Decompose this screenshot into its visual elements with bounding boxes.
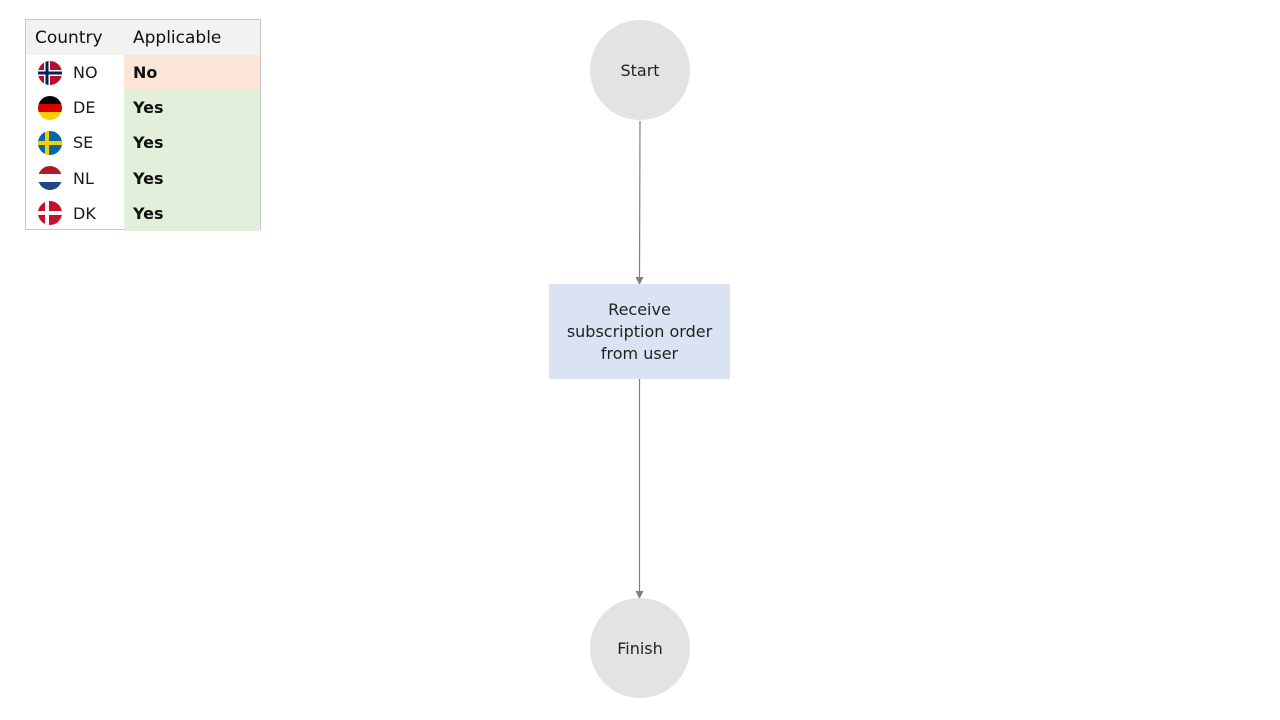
country-code: NO [73, 63, 98, 83]
country-code: SE [73, 133, 94, 153]
applicable-value: Yes [124, 160, 260, 196]
applicable-value: No [124, 55, 260, 91]
country-code: DE [73, 98, 96, 118]
country-cell: NO [26, 55, 124, 90]
sweden-flag-icon [38, 130, 62, 155]
table-row-de: DE Yes [26, 90, 260, 126]
header-applicable: Applicable [133, 27, 222, 48]
country-table: Country Applicable NO No [25, 19, 261, 231]
start-node: Start [590, 20, 690, 120]
applicable-value: Yes [124, 90, 260, 126]
norway-flag-icon [38, 60, 62, 85]
country-code: NL [73, 168, 94, 188]
country-cell: SE [26, 125, 124, 160]
table-header: Country Applicable [26, 20, 260, 55]
netherlands-flag-icon [38, 166, 62, 191]
table-row-no: NO No [26, 55, 260, 91]
denmark-flag-icon [38, 201, 62, 226]
task-node-receive-order: Receive subscription order from user [549, 284, 730, 379]
country-cell: DE [26, 90, 124, 125]
country-code: DK [73, 203, 96, 223]
finish-node: Finish [590, 598, 690, 698]
arrowhead-icon [635, 591, 644, 599]
table-row-nl: NL Yes [26, 160, 260, 196]
germany-flag-icon [38, 95, 62, 120]
applicable-value: Yes [124, 125, 260, 161]
connector-start-to-task [638, 120, 641, 281]
header-country: Country [35, 27, 103, 48]
country-cell: DK [26, 196, 124, 231]
arrowhead-icon [635, 277, 644, 285]
table-row-se: SE Yes [26, 125, 260, 161]
applicable-value: Yes [124, 195, 260, 231]
country-cell: NL [26, 161, 124, 196]
table-row-dk: DK Yes [26, 195, 260, 231]
